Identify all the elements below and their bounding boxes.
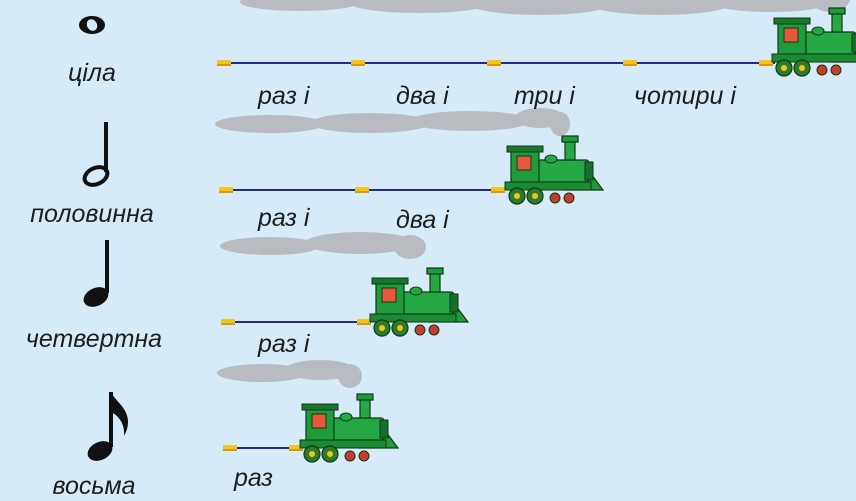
locomotive-icon bbox=[369, 267, 469, 337]
half-note-icon bbox=[82, 122, 110, 187]
locomotive-icon bbox=[504, 135, 604, 205]
tie-mark bbox=[487, 60, 501, 66]
tie-mark bbox=[219, 187, 233, 193]
tie-mark bbox=[217, 60, 231, 66]
smoke-cloud bbox=[220, 232, 426, 259]
tie-mark bbox=[759, 60, 773, 66]
tie-mark bbox=[223, 445, 237, 451]
row-quarter bbox=[83, 232, 469, 337]
smoke-cloud bbox=[240, 0, 850, 15]
row-eighth bbox=[87, 360, 399, 463]
tie-mark bbox=[351, 60, 365, 66]
note-label-whole: ціла bbox=[68, 59, 116, 87]
note-label-eighth: восьма bbox=[52, 472, 136, 500]
row-half bbox=[82, 108, 604, 205]
count-label: чотири і bbox=[634, 82, 736, 110]
count-label: два і bbox=[396, 82, 449, 110]
count-label: раз і bbox=[258, 330, 310, 358]
count-label: раз і bbox=[258, 204, 310, 232]
tie-mark bbox=[491, 187, 505, 193]
row-whole bbox=[79, 0, 856, 77]
smoke-cloud bbox=[217, 360, 362, 388]
note-label-half: половинна bbox=[30, 200, 154, 228]
tie-mark bbox=[221, 319, 235, 325]
whole-note-icon bbox=[79, 16, 105, 34]
tie-mark bbox=[357, 319, 371, 325]
quarter-note-icon bbox=[83, 240, 109, 307]
count-label: два і bbox=[396, 206, 449, 234]
eighth-note-icon bbox=[87, 392, 128, 461]
note-label-quarter: четвертна bbox=[25, 325, 163, 353]
tie-mark bbox=[355, 187, 369, 193]
count-label: три і bbox=[514, 82, 575, 110]
count-label: раз bbox=[234, 464, 273, 492]
count-label: раз і bbox=[258, 82, 310, 110]
locomotive-icon bbox=[771, 7, 856, 77]
smoke-cloud bbox=[215, 108, 570, 136]
tie-mark bbox=[623, 60, 637, 66]
locomotive-icon bbox=[299, 393, 399, 463]
